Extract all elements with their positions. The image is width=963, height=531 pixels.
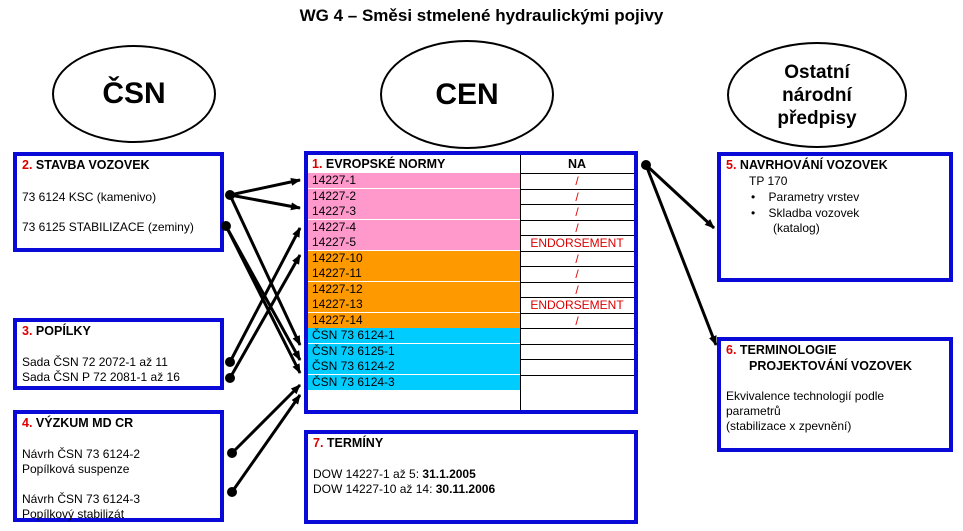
norm-row-na: ENDORSEMENT	[520, 235, 634, 250]
box-terminologie: 6. TERMINOLOGIE PROJEKTOVÁNÍ VOZOVEK Ekv…	[717, 337, 953, 452]
cen-ellipse: CEN	[380, 40, 554, 149]
box6-header-1: 6. TERMINOLOGIE	[726, 343, 837, 357]
box3-line-2: Sada ČSN P 72 2081-1 až 16	[22, 370, 180, 384]
norm-row-na: /	[520, 188, 634, 204]
norm-row-na: /	[520, 204, 634, 219]
arrow-3a-to-1	[228, 227, 302, 363]
box4-line-2: Popílková suspenze	[22, 462, 130, 476]
box7-line-1: DOW 14227-1 až 5: 31.1.2005	[313, 467, 476, 481]
box-stavba-vozovek: 2. STAVBA VOZOVEK 73 6124 KSC (kamenivo)…	[13, 152, 224, 252]
norm-row-na: /	[520, 219, 634, 235]
dot-2a	[225, 190, 235, 200]
box2-line-2: 73 6125 STABILIZACE (zeminy)	[22, 220, 194, 234]
box5-bullet-2: • Skladba vozovek	[751, 206, 860, 220]
csn-label: ČSN	[102, 77, 166, 110]
dot-3b	[225, 373, 235, 383]
arrow-2a-to-1	[229, 177, 301, 197]
box4-line-4: Popílkový stabilizát	[22, 507, 125, 521]
box5-header: 5. NAVRHOVÁNÍ VOZOVEK	[726, 158, 888, 172]
norm-row-label: 14227-11	[308, 266, 520, 281]
dot-3a	[225, 357, 235, 367]
box6-line-3: (stabilizace x zpevnění)	[726, 419, 852, 433]
box5-bullet-2-cont: (katalog)	[773, 221, 820, 235]
box-popilky: 3. POPÍLKY Sada ČSN 72 2072-1 až 11 Sada…	[13, 318, 224, 390]
norm-row-label: 14227-5	[308, 235, 520, 250]
arrow-3b-to-1	[228, 254, 302, 379]
norm-row-label: ČSN 73 6125-1	[308, 343, 520, 359]
arrow-4a-to-csn	[230, 383, 302, 455]
box6-header-2: PROJEKTOVÁNÍ VOZOVEK	[749, 359, 912, 373]
box7-line-2: DOW 14227-10 až 14: 30.11.2006	[313, 482, 496, 496]
diagram-title: WG 4 – Směsi stmelené hydraulickými poji…	[299, 6, 664, 25]
arrow-2a-to-1b	[229, 193, 301, 211]
ostatni-line-3: předpisy	[777, 107, 857, 129]
norm-row-na: /	[520, 266, 634, 281]
cen-label: CEN	[435, 77, 499, 111]
norm-row-na: /	[520, 281, 634, 297]
box5-sub: TP 170	[749, 174, 788, 188]
box-evropske-normy: 1. EVROPSKÉ NORMY NA 14227-1/14227-2/142…	[304, 151, 638, 414]
norm-row-na: /	[520, 173, 634, 188]
ostatni-ellipse: Ostatní národní předpisy	[727, 42, 907, 148]
box2-line-1: 73 6124 KSC (kamenivo)	[22, 190, 157, 204]
norm-row-na: /	[520, 312, 634, 328]
box7-header: 7. TERMÍNY	[313, 436, 384, 450]
arrow-2a-to-csn	[228, 194, 302, 346]
norm-row-label: 14227-13	[308, 297, 520, 312]
norm-row-label: 14227-1	[308, 173, 520, 188]
box2-header: 2. STAVBA VOZOVEK	[22, 158, 150, 172]
box3-header: 3. POPÍLKY	[22, 324, 91, 338]
arrow-2b-to-csn1	[224, 225, 302, 361]
arrow-1-to-5	[644, 163, 716, 230]
ostatni-line-1: Ostatní	[784, 61, 850, 83]
norm-row-label: 14227-3	[308, 204, 520, 219]
csn-ellipse: ČSN	[52, 45, 216, 143]
box4-line-3: Návrh ČSN 73 6124-3	[22, 492, 141, 506]
column-divider	[520, 155, 521, 410]
ostatni-line-2: národní	[782, 84, 852, 106]
box4-line-1: Návrh ČSN 73 6124-2	[22, 447, 141, 461]
norm-row-label: 14227-2	[308, 188, 520, 204]
arrow-2b-to-csn2	[224, 225, 302, 374]
norm-row-label: 14227-12	[308, 281, 520, 297]
norm-row-label: ČSN 73 6124-1	[308, 328, 520, 343]
box1-header: 1. EVROPSKÉ NORMY	[312, 157, 446, 171]
box4-header: 4. VÝZKUM MD CR	[22, 416, 134, 430]
arrow-1-to-6	[644, 164, 718, 346]
box-navrhovani: 5. NAVRHOVÁNÍ VOZOVEK TP 170 • Parametry…	[717, 152, 953, 282]
norm-row-na	[520, 374, 634, 390]
box-terminy: 7. TERMÍNY DOW 14227-1 až 5: 31.1.2005 D…	[304, 430, 638, 524]
box6-line-2: parametrů	[726, 404, 781, 418]
box3-line-1: Sada ČSN 72 2072-1 až 11	[22, 355, 168, 369]
norm-row-label: 14227-4	[308, 219, 520, 235]
norm-row-label: 14227-10	[308, 250, 520, 266]
arrow-4b-to-csn	[230, 394, 302, 493]
norm-row-na: /	[520, 250, 634, 266]
norm-row-label: ČSN 73 6124-3	[308, 374, 520, 390]
norm-row-label: 14227-14	[308, 312, 520, 328]
box5-bullet-1: • Parametry vrstev	[751, 190, 860, 204]
box-vyzkum: 4. VÝZKUM MD CR Návrh ČSN 73 6124-2 Popí…	[13, 410, 224, 522]
norm-row-na	[520, 328, 634, 343]
dot-1	[641, 160, 651, 170]
norm-row-na	[520, 359, 634, 374]
norm-row-na: ENDORSEMENT	[520, 297, 634, 312]
na-header: NA	[567, 157, 587, 171]
dot-4a	[227, 448, 237, 458]
dot-4b	[227, 487, 237, 497]
norm-row-label: ČSN 73 6124-2	[308, 359, 520, 374]
norm-row-na	[520, 343, 634, 359]
box6-line-1: Ekvivalence technologií podle	[726, 389, 885, 403]
